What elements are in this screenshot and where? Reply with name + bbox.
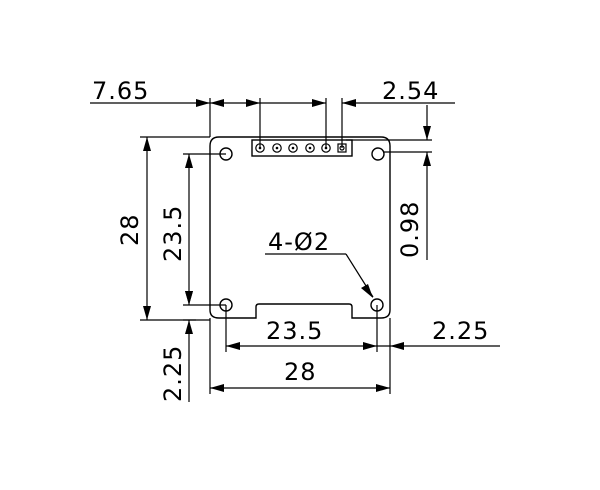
dim-left-hole-spacing: 23.5: [159, 153, 226, 306]
dim-bottom-hole-spacing: 23.5 2.25: [225, 305, 500, 394]
holes-callout: 4-Ø2: [265, 228, 374, 298]
holes-callout-label: 4-Ø2: [268, 228, 330, 256]
pin-center-dot: [275, 146, 279, 150]
board-outline: [209, 136, 391, 319]
pin-center-dot: [291, 146, 295, 150]
dim-label-board-width: 28: [284, 358, 317, 386]
dim-label-pin-pitch: 2.54: [382, 77, 439, 105]
dim-left-board-height: 28: [116, 136, 210, 321]
header-pin: [272, 143, 282, 153]
dim-label-right-offset: 2.25: [432, 317, 489, 345]
dim-bottom-board-width: 28: [209, 318, 390, 394]
dim-label-header-offset: 0.98: [396, 201, 424, 258]
header-pin: [288, 143, 298, 153]
pin-header: [251, 139, 353, 157]
dim-label-hole-spacing-horizontal: 23.5: [266, 317, 323, 345]
dim-top-pin-offset: 7.65 2.54: [90, 77, 455, 148]
header-pin: [305, 143, 315, 153]
dim-label-hole-spacing-vertical: 23.5: [159, 205, 187, 262]
dim-label-bottom-offset: 2.25: [159, 345, 187, 402]
dim-left-bottom-offset: 2.25: [159, 291, 196, 402]
pin-center-dot: [308, 146, 312, 150]
dim-label-pin-offset: 7.65: [92, 77, 149, 105]
mounting-hole-top-right: [371, 147, 385, 161]
dim-right-header-offset: 0.98: [346, 105, 432, 260]
dim-label-board-height: 28: [116, 213, 144, 246]
header-pins: [255, 143, 347, 153]
